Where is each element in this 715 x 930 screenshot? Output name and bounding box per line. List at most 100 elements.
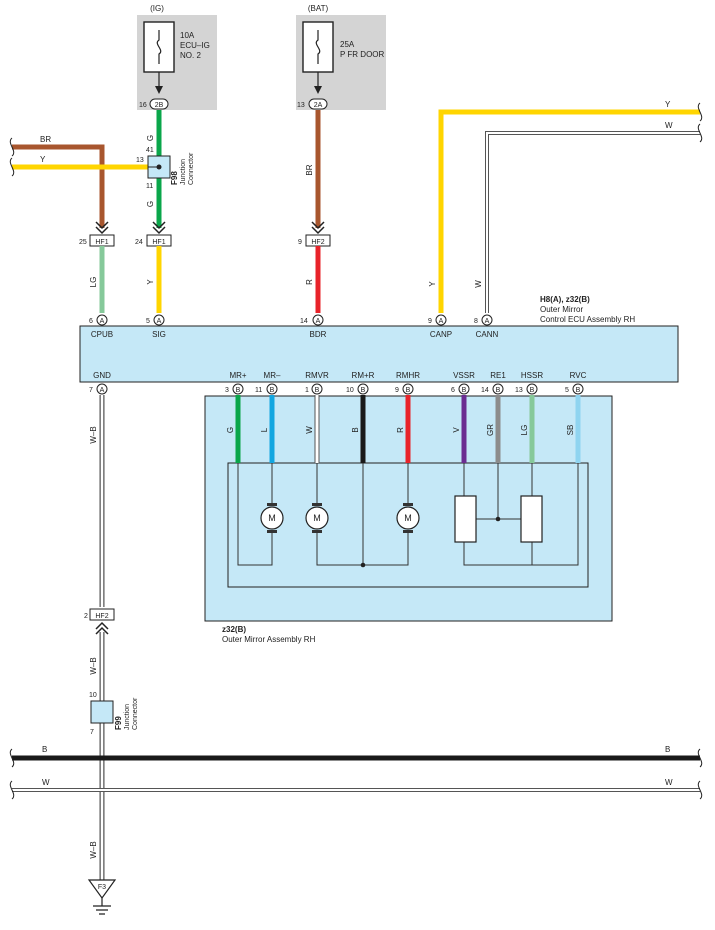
ecu-top-pin: 9 A CANP — [428, 314, 452, 339]
fuse-ig: (IG) 10A ECU–IG NO. 2 16 2B — [137, 4, 217, 110]
motor-retract-v: M — [305, 503, 329, 533]
wire-sb-rvc-label: SB — [566, 425, 575, 436]
wire-wb-lower-label: W–B — [89, 657, 98, 674]
ecu-top-pin-label: CANN — [476, 330, 499, 339]
wire-y-canp — [438, 109, 700, 313]
ecu-bottom-pin-circle — [232, 383, 244, 395]
junction-f99-id: F99 — [114, 716, 123, 730]
ecu-bottom-pin-conn: B — [576, 387, 581, 394]
wire-r-rmhr-label: R — [396, 427, 405, 433]
ecu-bottom-pin: RMHR 9 B — [395, 371, 420, 395]
ecu-top-pin-label: CANP — [430, 330, 452, 339]
connector-hf1-b-pin: 24 — [135, 239, 143, 246]
junction-f99: 10 7 F99 Junction Connector — [89, 692, 139, 736]
junction-f98-label1: Junction — [180, 159, 187, 185]
wire-break-icon — [9, 137, 15, 157]
junction-f99-label2: Connector — [132, 697, 139, 730]
wire-lg-cpub-label: LG — [89, 277, 98, 288]
ecu-bottom-pin-label: RMHR — [396, 371, 420, 380]
junction-f99-pin-top: 10 — [89, 692, 97, 699]
mirror-ref: z32(B) — [222, 625, 246, 634]
wire-break-icon — [9, 157, 15, 177]
junction-f98-pin-bottom: 11 — [146, 183, 153, 190]
wire-g-lower-label: G — [146, 201, 155, 207]
ecu-bottom-pin-label: RE1 — [490, 371, 506, 380]
ecu-bottom-pin: MR+ 3 B — [225, 371, 247, 395]
fuse-bat-name1: P FR DOOR — [340, 50, 385, 59]
fuse-bat-plug-icon — [314, 86, 322, 94]
junction-f99-box — [90, 700, 114, 724]
fuse-ig-pin: 16 — [139, 102, 147, 109]
ecu-bottom-pin: HSSR 13 B — [515, 371, 543, 395]
ecu-gnd-num: 7 — [89, 387, 93, 394]
wire-y-sig-label: Y — [146, 279, 155, 285]
wire-br-bat-label: BR — [305, 164, 314, 175]
ecu-bottom-pin-num: 10 — [346, 387, 354, 394]
connector-hf2-a-pin: 9 — [298, 239, 302, 246]
fuse-ig-plug-icon — [155, 86, 163, 94]
connector-hf1-a-pin: 25 — [79, 239, 87, 246]
motor-symbol: M — [268, 513, 276, 523]
ecu-bottom-pin: MR– 11 B — [255, 371, 281, 395]
ground-f3-id: F3 — [98, 884, 106, 891]
ecu-bottom-pin-circle — [458, 383, 470, 395]
ground-f3: F3 — [87, 879, 117, 915]
wire-w-cann-core — [486, 132, 700, 313]
fuse-bat-connector — [308, 98, 328, 110]
ecu-bottom-pin-label: RVC — [570, 371, 587, 380]
connector-hf2-b-box — [89, 608, 115, 621]
chevron-down-icon — [95, 221, 109, 235]
wire-w-bus-label-right: W — [665, 778, 673, 787]
ecu-gnd-conn: A — [100, 387, 105, 394]
wire-y-canp-label: Y — [428, 281, 437, 287]
ecu-name2: Control ECU Assembly RH — [540, 315, 635, 324]
ecu-bottom-pin-num: 11 — [255, 387, 262, 394]
ecu-bottom-pin-circle — [492, 383, 504, 395]
ecu-top-pin-conn: A — [100, 318, 105, 325]
junction-f98-id: F98 — [170, 171, 179, 185]
wire-y-left-label: Y — [40, 155, 46, 164]
connector-hf2-b-pin: 2 — [84, 613, 88, 620]
wire-wb-gnd-label: W–B — [89, 426, 98, 443]
connector-hf1-b: 24 HF1 — [135, 234, 172, 247]
mirror-name: Outer Mirror Assembly RH — [222, 635, 316, 644]
wire-l-mr-minus-label: L — [260, 427, 269, 432]
ecu-bottom-pin-conn: B — [462, 387, 467, 394]
ecu-top-pin-conn: A — [439, 318, 444, 325]
wire-break-icon — [697, 123, 703, 143]
ecu-bottom-pin-conn: B — [236, 387, 241, 394]
junction-node — [495, 516, 501, 522]
ecu-top-pin-num: 9 — [428, 318, 432, 325]
motor-mirror-lr: M — [260, 503, 284, 533]
ecu-bottom-pin-label: RMVR — [305, 371, 329, 380]
junction-f98-label2: Connector — [188, 152, 195, 185]
wire-break-icon — [697, 102, 703, 122]
ecu-top-pin-circle — [153, 314, 165, 326]
junction-f99-label1: Junction — [124, 704, 131, 730]
fuse-ig-source: (IG) — [150, 4, 164, 13]
ecu-bottom-pin-circle — [311, 383, 323, 395]
fuse-ig-name2: NO. 2 — [180, 51, 201, 60]
ecu-top-pin: 14 A BDR — [300, 314, 327, 339]
sensor-horizontal — [520, 495, 543, 543]
chevron-down-icon — [152, 221, 166, 235]
fuse-ig-icon — [156, 30, 162, 64]
ecu-bottom-pin: RVC 5 B — [565, 371, 587, 395]
connector-hf2-a-name: HF2 — [311, 239, 324, 246]
ecu-bottom-pin: RE1 14 B — [481, 371, 506, 395]
fuse-ig-connector-label: 2B — [155, 102, 164, 109]
wire-break-icon — [9, 748, 15, 768]
junction-f98: 41 13 11 F98 Junction Connector — [136, 147, 195, 190]
connector-hf1-a: 25 HF1 — [79, 234, 115, 247]
fuse-ig-name1: ECU–IG — [180, 41, 210, 50]
wire-br-left-label: BR — [40, 135, 51, 144]
ecu-bottom-pin: RMVR 1 B — [305, 371, 329, 395]
connector-hf2-b-name: HF2 — [95, 613, 108, 620]
ecu-bottom-pin-conn: B — [530, 387, 535, 394]
ecu-top-pin-num: 5 — [146, 318, 150, 325]
fuse-bat-icon — [315, 30, 321, 64]
ecu-bottom-pin-num: 9 — [395, 387, 399, 394]
wire-v-vssr-label: V — [452, 427, 461, 433]
wire-b-bus-label-right: B — [665, 745, 670, 754]
junction-f98-node — [156, 164, 162, 170]
